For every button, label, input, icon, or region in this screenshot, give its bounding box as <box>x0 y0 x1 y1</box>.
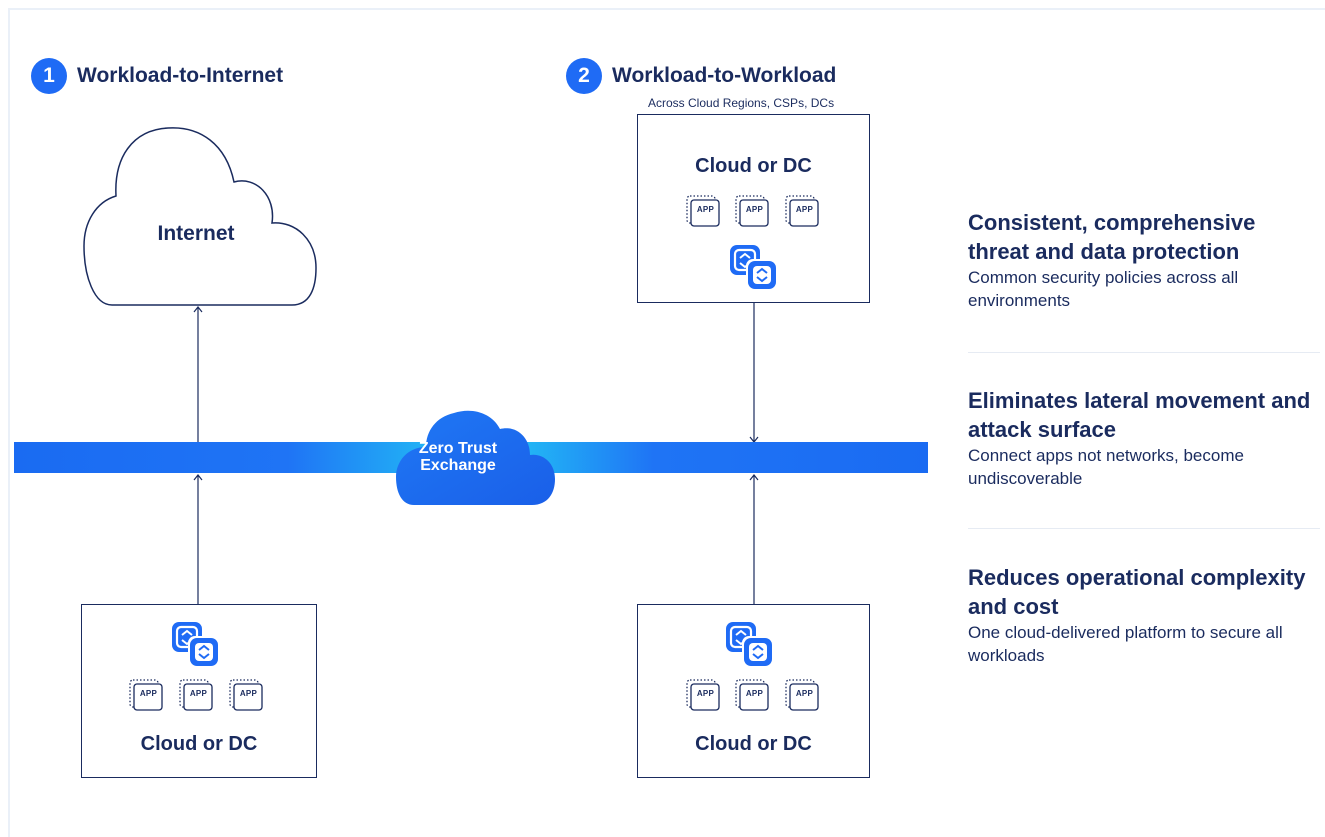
section-header-workload-to-workload: 2 Workload-to-Workload <box>566 58 836 94</box>
app-chip-icon: APP <box>735 195 769 227</box>
benefit-title: Consistent, comprehensive threat and dat… <box>968 210 1256 264</box>
benefit-description: Connect apps not networks, become undisc… <box>968 446 1244 488</box>
connector-stack-icon <box>728 243 782 293</box>
benefit-divider <box>968 352 1320 353</box>
internet-label: Internet <box>157 222 235 245</box>
exchange-label-line1: Zero Trust <box>418 440 498 457</box>
app-chip-icon: APP <box>735 679 769 711</box>
app-label: APP <box>795 205 814 214</box>
app-label: APP <box>696 689 715 698</box>
arrow-up-from-left-box <box>193 474 203 606</box>
app-chip-icon: APP <box>129 679 163 711</box>
cloud-outline-icon <box>83 127 317 306</box>
diagram-frame <box>8 8 1325 837</box>
app-label: APP <box>745 689 764 698</box>
section-title: Workload-to-Internet <box>77 64 284 87</box>
benefit-threat-protection: Consistent, comprehensive threat and dat… <box>968 208 1318 312</box>
benefit-lateral-movement: Eliminates lateral movement and attack s… <box>968 386 1318 490</box>
app-chip-icon: APP <box>785 679 819 711</box>
section-subtitle: Across Cloud Regions, CSPs, DCs <box>648 96 835 110</box>
app-label: APP <box>189 689 208 698</box>
app-label: APP <box>139 689 158 698</box>
cloud-dc-box-top-right: Cloud or DC APP APP APP <box>637 114 870 303</box>
app-label: APP <box>795 689 814 698</box>
app-chip-icon: APP <box>229 679 263 711</box>
app-chip-icon: APP <box>686 679 720 711</box>
arrow-up-from-right-box <box>749 474 759 606</box>
cloud-dc-box-bottom-left: APP APP APP Cloud or DC <box>81 604 317 778</box>
box-label: Cloud or DC <box>140 733 258 755</box>
box-label: Cloud or DC <box>695 155 812 177</box>
app-label: APP <box>745 205 764 214</box>
benefit-operational-complexity: Reduces operational complexity and cost … <box>968 563 1318 667</box>
arrow-up-to-internet <box>193 306 203 446</box>
zero-trust-exchange-label: Zero Trust Exchange <box>408 440 508 474</box>
arrow-down-to-exchange <box>749 303 759 443</box>
connector-stack-icon <box>170 620 224 670</box>
exchange-label-line2: Exchange <box>420 457 496 474</box>
benefit-description: One cloud-delivered platform to secure a… <box>968 623 1283 665</box>
app-chip-icon: APP <box>785 195 819 227</box>
benefit-title: Eliminates lateral movement and attack s… <box>968 388 1311 442</box>
benefit-title: Reduces operational complexity and cost <box>968 565 1306 619</box>
app-label: APP <box>239 689 258 698</box>
app-label: APP <box>696 205 715 214</box>
app-chip-icon: APP <box>686 195 720 227</box>
section-number-badge: 1 <box>31 58 67 94</box>
section-number-badge: 2 <box>566 58 602 94</box>
section-title: Workload-to-Workload <box>612 64 837 87</box>
benefit-description: Common security policies across all envi… <box>968 268 1239 310</box>
zero-trust-exchange-cloud-icon <box>396 410 555 505</box>
cloud-dc-box-bottom-right: APP APP APP Cloud or DC <box>637 604 870 778</box>
section-header-workload-to-internet: 1 Workload-to-Internet <box>31 58 283 94</box>
benefit-divider <box>968 528 1320 529</box>
box-label: Cloud or DC <box>695 733 812 755</box>
app-chip-icon: APP <box>179 679 213 711</box>
connector-stack-icon <box>724 620 778 670</box>
